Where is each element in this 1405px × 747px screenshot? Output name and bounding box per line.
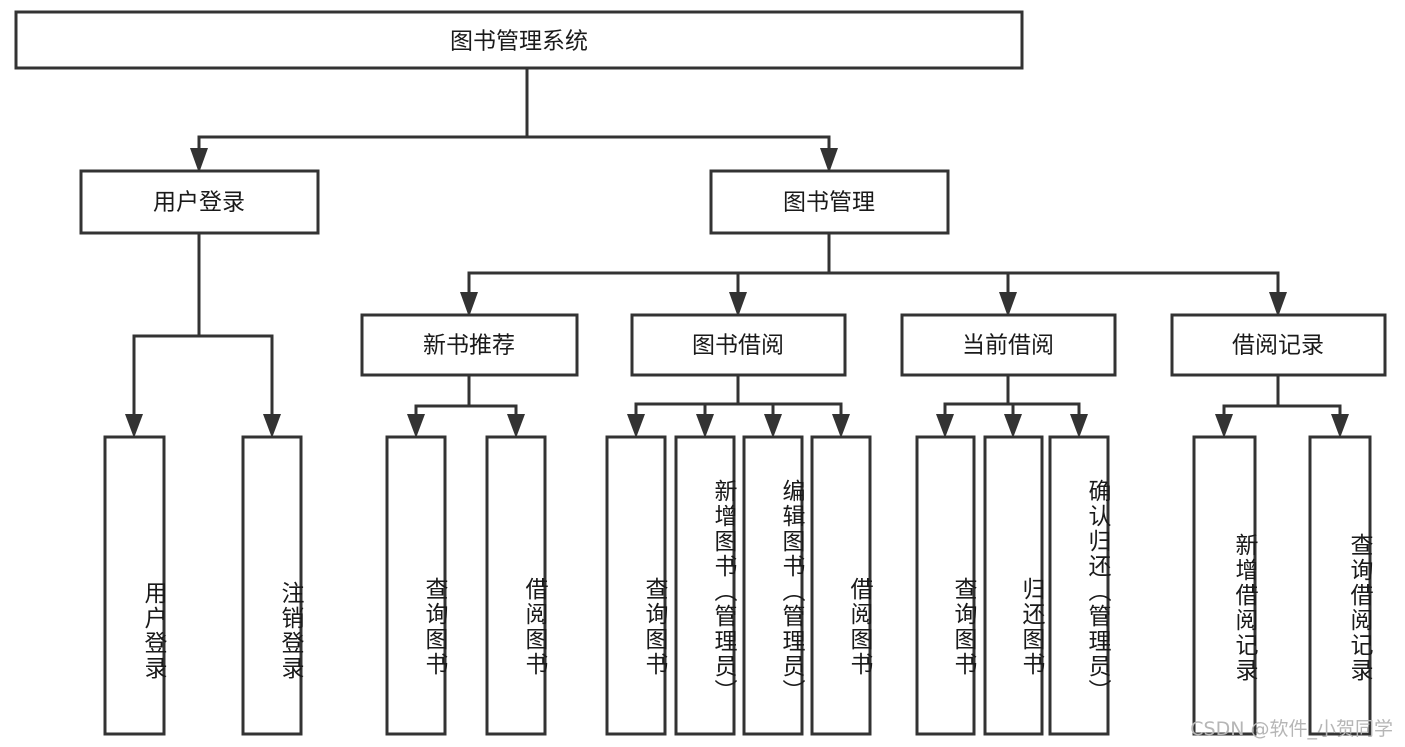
connector-user-login-trunk bbox=[132, 231, 274, 428]
arrowhead-to-leaf-confirm-return-admin bbox=[1070, 414, 1088, 438]
node-book-borrow-label: 图书借阅 bbox=[692, 333, 784, 359]
node-leaf-query-borrow-record-box[interactable] bbox=[1308, 435, 1372, 736]
node-leaf-add-borrow-record-box[interactable] bbox=[1192, 435, 1257, 736]
node-leaf-query-book-borrow-box[interactable] bbox=[605, 435, 667, 736]
arrowhead-to-leaf-add-book-admin bbox=[696, 414, 714, 438]
arrowhead-to-leaf-edit-book-admin bbox=[764, 414, 782, 438]
arrowhead-to-borrow-records bbox=[1269, 292, 1287, 317]
connector-book-borrow-trunk bbox=[634, 373, 843, 428]
node-borrow-records-label: 借阅记录 bbox=[1232, 333, 1324, 359]
node-leaf-query-book-recommend-box[interactable] bbox=[385, 435, 447, 736]
node-leaf-borrow-book-recommend-box[interactable] bbox=[485, 435, 547, 736]
node-book-management[interactable]: 图书管理 bbox=[709, 169, 950, 235]
node-new-book-recommend-label: 新书推荐 bbox=[423, 333, 515, 359]
node-borrow-records[interactable]: 借阅记录 bbox=[1170, 313, 1387, 377]
node-user-login-box[interactable] bbox=[79, 169, 320, 235]
node-root-label: 图书管理系统 bbox=[450, 29, 588, 55]
arrowhead-to-user-login bbox=[190, 148, 208, 173]
node-user-login-label: 用户登录 bbox=[153, 190, 245, 216]
arrowhead-to-leaf-user-login bbox=[125, 414, 143, 438]
node-current-borrow[interactable]: 当前借阅 bbox=[900, 313, 1117, 377]
arrowhead-to-leaf-query-book-borrow bbox=[627, 414, 645, 438]
node-leaf-confirm-return-admin-box[interactable] bbox=[1048, 435, 1110, 736]
arrowhead-to-leaf-query-book-current bbox=[936, 414, 954, 438]
node-book-borrow-box[interactable] bbox=[630, 313, 847, 377]
connector-new-book-recommend-trunk bbox=[414, 373, 518, 428]
arrowhead-to-new-book-recommend bbox=[460, 292, 478, 317]
node-new-book-recommend[interactable]: 新书推荐 bbox=[360, 313, 579, 377]
connector-root-trunk bbox=[197, 66, 831, 162]
csdn-watermark: CSDN @软件_小贺同学 bbox=[1190, 718, 1393, 740]
arrowhead-to-leaf-borrow-book bbox=[832, 414, 850, 438]
arrowhead-to-leaf-add-borrow-record bbox=[1215, 414, 1233, 438]
node-user-login[interactable]: 用户登录 bbox=[79, 169, 320, 235]
node-layer: 图书管理系统 用户登录 图书管理 新书推荐 图书借阅 bbox=[14, 10, 1387, 736]
node-leaf-query-book-current-box[interactable] bbox=[915, 435, 976, 736]
node-book-borrow[interactable]: 图书借阅 bbox=[630, 313, 847, 377]
arrowhead-to-leaf-return-book bbox=[1004, 414, 1022, 438]
node-borrow-records-box[interactable] bbox=[1170, 313, 1387, 377]
node-leaf-edit-book-admin-box[interactable] bbox=[742, 435, 804, 736]
node-leaf-add-book-admin-box[interactable] bbox=[674, 435, 736, 736]
node-leaf-borrow-book-box[interactable] bbox=[810, 435, 872, 736]
arrowhead-to-leaf-borrow-book-recommend bbox=[507, 414, 525, 438]
node-book-management-label: 图书管理 bbox=[783, 190, 875, 216]
node-current-borrow-box[interactable] bbox=[900, 313, 1117, 377]
node-current-borrow-label: 当前借阅 bbox=[962, 333, 1054, 359]
arrowhead-to-leaf-query-borrow-record bbox=[1331, 414, 1349, 438]
node-root[interactable]: 图书管理系统 bbox=[14, 10, 1024, 70]
node-leaf-logout-box[interactable] bbox=[241, 435, 303, 736]
arrowhead-to-book-borrow bbox=[729, 292, 747, 317]
connector-layer bbox=[125, 66, 1349, 438]
node-book-management-box[interactable] bbox=[709, 169, 950, 235]
arrowhead-to-book-management bbox=[820, 148, 838, 173]
arrowhead-to-current-borrow bbox=[999, 292, 1017, 317]
arrowhead-to-leaf-query-book-recommend bbox=[407, 414, 425, 438]
node-leaf-user-login-box[interactable] bbox=[103, 435, 166, 736]
arrowhead-to-leaf-logout bbox=[263, 414, 281, 438]
node-leaf-return-book-box[interactable] bbox=[983, 435, 1044, 736]
node-new-book-recommend-box[interactable] bbox=[360, 313, 579, 377]
connector-book-management-trunk bbox=[467, 231, 1280, 305]
connector-borrow-records-trunk bbox=[1222, 373, 1342, 428]
node-root-box[interactable] bbox=[14, 10, 1024, 70]
